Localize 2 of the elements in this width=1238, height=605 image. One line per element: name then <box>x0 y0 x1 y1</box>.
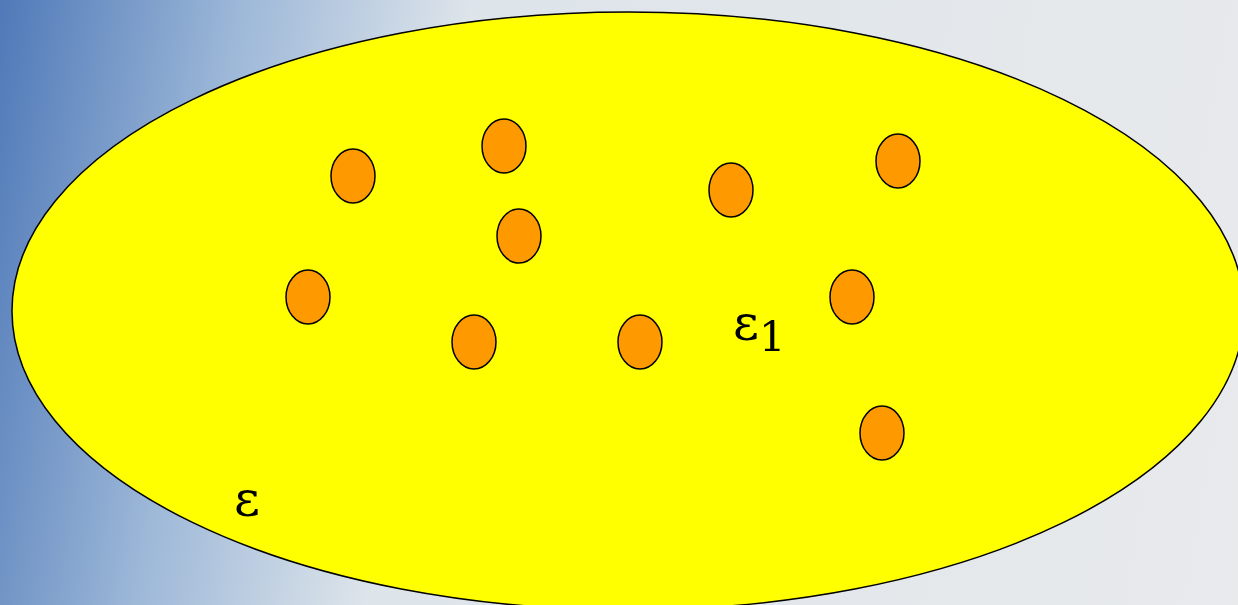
set-symbol: ε <box>234 474 260 524</box>
subset-symbol: ε$_{1}$ <box>733 298 786 358</box>
